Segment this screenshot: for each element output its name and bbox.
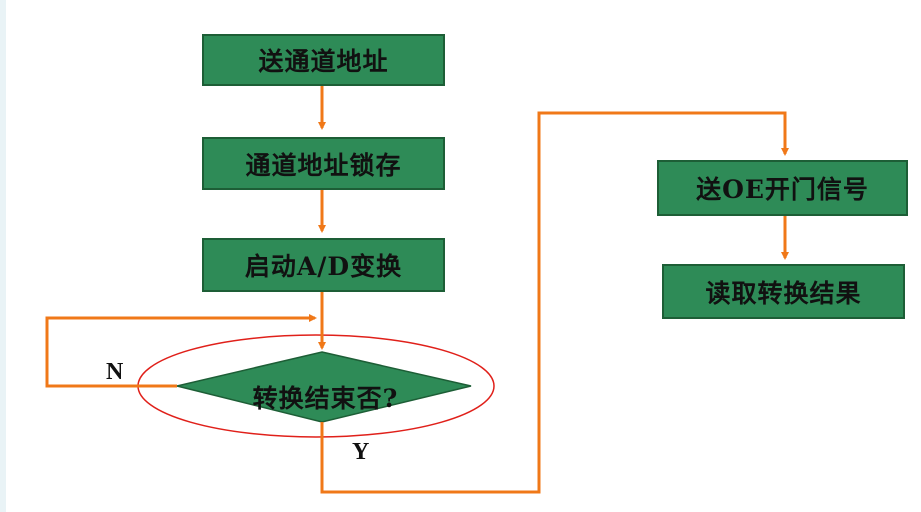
box-send-oe-signal-label: 送OE开门信号: [696, 175, 869, 204]
box-latch-channel-address-label: 通道地址锁存: [245, 150, 402, 180]
box-send-channel-address: 送通道地址: [202, 34, 445, 86]
box-start-ad-conversion-label: 启动A/D变换: [244, 252, 403, 281]
arrow-no-loop: [45, 314, 317, 388]
left-edge-band: [0, 0, 6, 512]
branch-label-yes: Y: [352, 439, 370, 465]
box-send-oe-signal: 送OE开门信号: [657, 160, 908, 216]
box-read-conversion-result: 读取转换结果: [662, 264, 905, 319]
box-latch-channel-address: 通道地址锁存: [202, 137, 445, 190]
arrow-yes-path: [320, 111, 789, 494]
box-read-conversion-result-label: 读取转换结果: [705, 278, 862, 308]
branch-label-no: N: [106, 359, 124, 385]
box-send-channel-address-label: 送通道地址: [258, 47, 389, 76]
decision-label: 转换结束否?: [252, 384, 399, 413]
box-start-ad-conversion: 启动A/D变换: [202, 238, 445, 292]
